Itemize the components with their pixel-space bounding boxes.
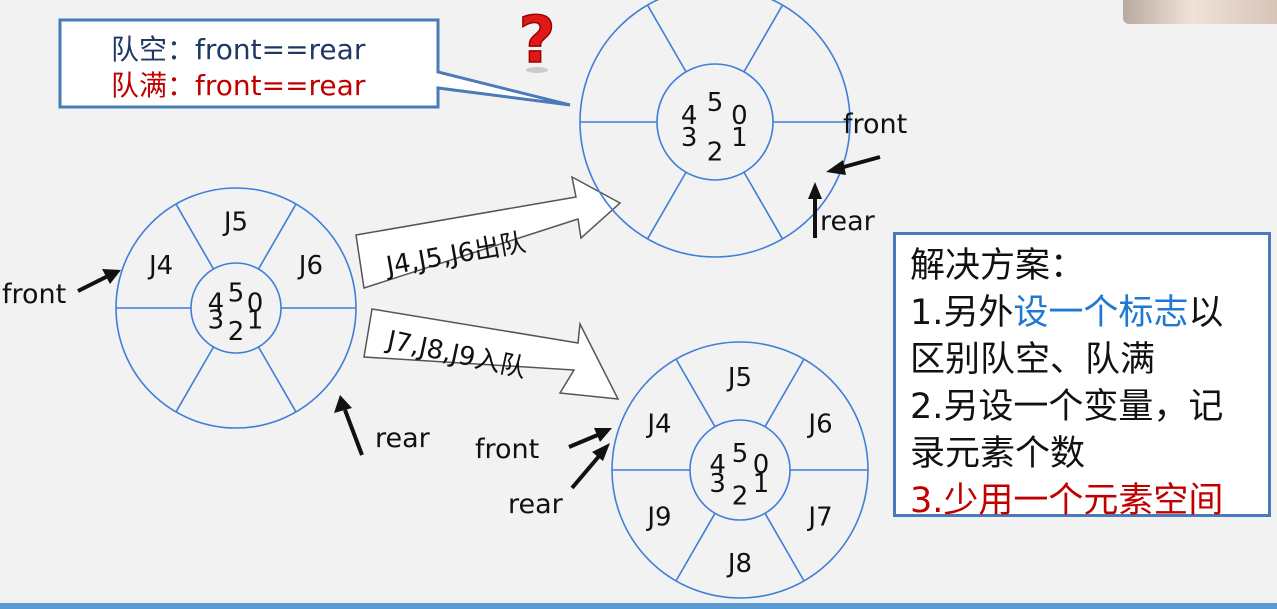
solution-item-2-cont: 录元素个数 — [910, 434, 1086, 474]
queue-slot-label: J7 — [806, 503, 832, 533]
callout-box — [58, 18, 571, 109]
svg-text:?: ? — [518, 4, 555, 78]
ring-spoke — [764, 358, 805, 428]
ring-spoke — [257, 203, 297, 270]
queue-index-label: 3 — [681, 123, 698, 153]
ring-spoke — [646, 4, 687, 73]
dequeue-arrow — [355, 175, 622, 289]
queue-index-label: 0 — [753, 450, 770, 480]
queue-index-label: 5 — [732, 439, 749, 469]
queue-index-label: 5 — [228, 279, 245, 309]
ring-spoke — [175, 203, 215, 270]
solution-item-3: 3.少用一个元素空间 — [910, 481, 1224, 521]
pointer-arrows — [77, 155, 881, 490]
queue-index-label: 4 — [681, 101, 698, 131]
queue-index-label: 4 — [709, 450, 726, 480]
solution-item-1-highlight: 设一个标志 — [1013, 293, 1189, 333]
solution-item-1-cont: 区别队空、队满 — [910, 340, 1156, 380]
callout-full-condition: 队满：front==rear — [111, 69, 366, 102]
queue-index-label: 2 — [707, 137, 724, 167]
bottom-rear-label: rear — [508, 489, 564, 520]
solution-item-1-suffix: 以 — [1188, 293, 1224, 333]
queue-index-label: 5 — [707, 88, 724, 118]
queue-slot-label: J5 — [222, 208, 248, 238]
queue-slot-label: J6 — [806, 410, 832, 440]
queue-index-label: 4 — [208, 288, 225, 318]
webcam-overlay — [1123, 0, 1277, 24]
slide-bottom-bar — [0, 603, 1277, 609]
left-front-label: front — [2, 279, 66, 310]
queue-index-label: 2 — [228, 317, 245, 347]
top-front-label: front — [843, 109, 907, 140]
solution-item-1-prefix: 1.另外 — [910, 293, 1014, 333]
queue-index-label: 0 — [731, 101, 748, 131]
ring-spoke — [675, 358, 716, 428]
solution-item-2: 2.另设一个变量，记 — [910, 387, 1224, 427]
ring-spoke — [257, 346, 297, 413]
solution-title: 解决方案： — [910, 246, 1086, 286]
ring-spoke — [743, 4, 784, 73]
queue-index-label: 1 — [731, 123, 748, 153]
queue-slot-label: J6 — [297, 251, 323, 281]
queue-index-label: 3 — [709, 469, 726, 499]
queue-index-label: 1 — [753, 469, 770, 499]
callout-empty-condition: 队空：front==rear — [111, 33, 366, 66]
left-rear-label: rear — [375, 423, 431, 454]
outer-circle — [579, 0, 851, 258]
queue-slot-label: J4 — [645, 410, 671, 440]
ring-spoke — [646, 171, 687, 240]
queue-slot-label: J4 — [147, 251, 173, 281]
queue-index-label: 3 — [208, 306, 225, 336]
question-mark-icon: ? — [518, 3, 557, 79]
ring-spoke — [743, 171, 784, 240]
queue-index-label: 0 — [247, 288, 264, 318]
solution-item-1: 1.另外设一个标志以 — [910, 290, 1268, 337]
queue-index-label: 1 — [247, 306, 264, 336]
queue-index-label: 2 — [732, 481, 749, 511]
queue-slot-label: J9 — [645, 503, 671, 533]
queue-slot-label: J5 — [726, 363, 752, 393]
enqueue-arrow — [363, 308, 620, 400]
ring-spoke — [764, 512, 805, 582]
bottom-front-label: front — [475, 434, 539, 465]
queue-slot-label: J8 — [726, 549, 752, 579]
ring-spoke — [175, 346, 215, 413]
top-rear-label: rear — [820, 206, 876, 237]
ring-spoke — [675, 512, 716, 582]
solution-box: 解决方案： 1.另外设一个标志以 区别队空、队满 2.另设一个变量，记 录元素个… — [893, 232, 1271, 521]
